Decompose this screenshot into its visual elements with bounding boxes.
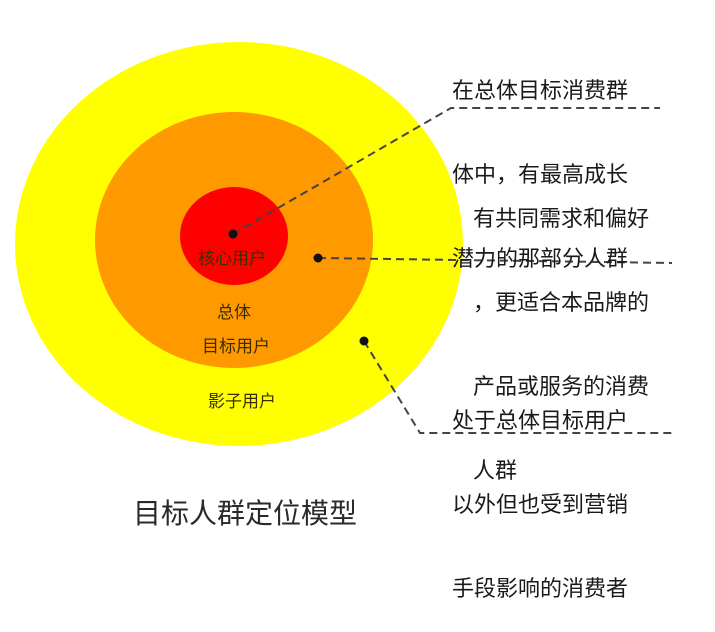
annotation-line: 手段影响的消费者: [452, 577, 629, 602]
annotation-line: 人群: [473, 459, 518, 484]
target-users-label-line2: 目标用户: [202, 337, 270, 357]
diagram-title: 目标人群定位模型: [132, 497, 357, 530]
annotation-line: 有共同需求和偏好: [473, 207, 650, 232]
target-marker-dot: [313, 253, 323, 263]
target-users-label-line1: 总体: [217, 303, 251, 323]
annotation-line: 以外但也受到营销: [452, 493, 629, 518]
core-users-annotation: 在总体目标消费群 体中，有最高成长 潜力的那部分人群: [452, 22, 628, 302]
annotation-line: 在总体目标消费群: [452, 79, 629, 104]
core-users-label: 核心用户: [198, 249, 266, 269]
annotation-line: ，更适合本品牌的: [473, 291, 650, 316]
shadow-leader-line: [363, 340, 672, 434]
annotation-line: 潜力的那部分人群: [452, 247, 629, 272]
annotation-line: 产品或服务的消费: [473, 375, 650, 400]
target-leader-line: [317, 257, 673, 264]
shadow-users-label: 影子用户: [208, 392, 276, 412]
target-users-annotation: 有共同需求和偏好 ，更适合本品牌的 产品或服务的消费 人群: [473, 150, 649, 514]
shadow-marker-dot: [359, 336, 369, 346]
core-marker-dot: [228, 229, 238, 239]
core-leader-line: [232, 107, 660, 235]
annotation-line: 体中，有最高成长: [452, 163, 629, 188]
annotation-line: 处于总体目标用户: [452, 409, 629, 434]
target-audience-diagram: 核心用户 总体 目标用户 影子用户: [15, 42, 673, 446]
